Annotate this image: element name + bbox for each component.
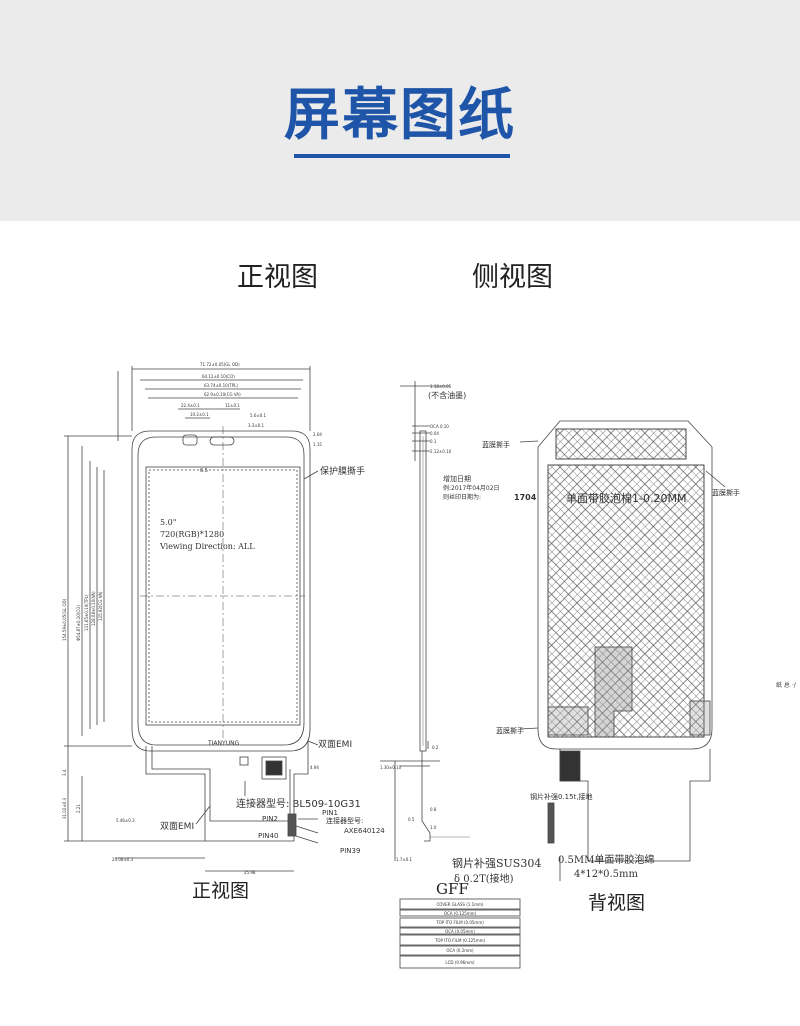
technical-drawing: 71.72±0.05(GL OD) 64.12±0.10(CO) 63.74±0… xyxy=(62,362,797,969)
back-view-text: 蓝膜撕手 蓝膜撕手 蓝膜撕手 单面带胶泡棉1-0.20MM 钢片补强0.15t,… xyxy=(482,440,797,880)
single-foam-size: 4*12*0.5mm xyxy=(574,869,638,880)
side-view-text: 1.18±0.05 (不含油墨) OCA 0.10 0.04 0.1 2.12±… xyxy=(380,384,541,885)
gff-row: OCA (0.2mm) xyxy=(446,948,474,953)
gff-row: TOP ITO FILM (0.125mm) xyxy=(434,938,486,943)
side-oca: OCA 0.10 xyxy=(430,424,449,429)
front-bottom-dim-2: 31.02±0.3 xyxy=(62,797,67,819)
side-stiffener: 钢片补强SUS304 xyxy=(452,857,541,870)
gff-row: TOP ITO FILM (0.05mm) xyxy=(435,920,484,925)
gff-caption: GFF xyxy=(436,880,469,898)
connector-part: AXE640124 xyxy=(344,827,385,835)
side-dim-5: 1.30±0.10 xyxy=(380,765,402,770)
front-bottom-dim-3: 2.21 xyxy=(76,804,81,813)
front-bottom-dim-1: 3.4 xyxy=(62,769,67,776)
pin39-label: PIN39 xyxy=(340,847,360,855)
front-dim-4: 62.9±0.10(CG VA) xyxy=(204,392,241,397)
gff-row: COVER GLASS (1.1mm) xyxy=(437,902,484,907)
gff-row: LCD (0.96mm) xyxy=(445,960,475,965)
pin40-label: PIN40 xyxy=(258,832,278,840)
pin1-label: PIN1 xyxy=(322,809,338,817)
back-stiffener-label: 钢片补强0.15t,接地 xyxy=(530,792,593,801)
gff-stack-text: COVER GLASS (1.1mm) OCA (0.125mm) TOP IT… xyxy=(434,902,486,965)
front-view-text: 71.72±0.05(GL OD) 64.12±0.10(CO) 63.74±0… xyxy=(62,362,385,875)
back-view-caption: 背视图 xyxy=(588,892,646,914)
front-left-dim-2: Φ54.87±0.10(CO) xyxy=(76,605,81,641)
front-left-dim-4: 128.08±0.10(VA) xyxy=(91,591,96,626)
blue-film-label-1: 蓝膜撕手 xyxy=(482,440,510,449)
panel-size: 5.0" xyxy=(160,518,176,527)
side-dim-6: 0.8 xyxy=(430,807,437,812)
front-dim-5: 22.4±0.1 xyxy=(181,403,200,408)
side-print-date: 则丝印日期为: xyxy=(443,493,481,501)
side-dim-8: 1.0 xyxy=(430,825,437,830)
front-view-drawing xyxy=(64,366,319,872)
front-dim-8: 3.3±0.1 xyxy=(248,423,265,428)
front-left-dim-5: 125.92(CG VA) xyxy=(98,591,103,621)
front-left-dim-3: 131.65±0.10(TPL) xyxy=(84,594,89,631)
pin2-label: PIN2 xyxy=(262,815,278,823)
front-dim-12: 6.5 xyxy=(200,468,208,474)
connector-model: 连接器型号: BL509-10G31 xyxy=(236,797,361,810)
connector-model-2: 连接器型号: xyxy=(326,816,363,825)
double-emi-label: 双面EMI xyxy=(318,739,352,750)
side-view-drawing xyxy=(380,381,470,861)
foam-tape-label: 单面带胶泡棉1-0.20MM xyxy=(566,491,686,505)
front-dim-10: 2.04 xyxy=(313,432,322,437)
blue-film-label-3: 蓝膜撕手 xyxy=(496,726,524,735)
front-left-dim-1: 154.59±0.05(GL OD) xyxy=(62,598,67,641)
side-dim-4: 0.2 xyxy=(432,745,439,750)
front-dim-top: 71.72±0.05(GL OD) xyxy=(200,362,240,367)
side-dim-7: 0.5 xyxy=(408,817,415,822)
double-emi-label-2: 双面EMI xyxy=(160,821,194,832)
gff-stack xyxy=(399,898,521,969)
brand-label: TIANYUNG xyxy=(207,740,240,747)
back-view-drawing xyxy=(519,420,726,881)
front-bottom-dim-4: 5.46±0.3 xyxy=(116,818,135,823)
side-date-example: 例:2017年04月02日 xyxy=(443,484,500,492)
side-no-oil: (不含油墨) xyxy=(428,390,466,400)
front-dim-2: 64.12±0.10(CO) xyxy=(202,374,235,379)
side-print-code: 1704 xyxy=(514,493,537,502)
gff-row: OCA (0.05mm) xyxy=(445,929,475,934)
front-dim-6: 11±0.1 xyxy=(225,403,240,408)
single-foam-label: 0.5MM单面带胶泡绵 xyxy=(558,853,654,866)
side-dim-3: 2.12±0.10 xyxy=(430,449,452,454)
side-dim-2: 0.1 xyxy=(430,439,437,444)
blue-film-label-2: 蓝膜撕手 xyxy=(712,488,740,497)
front-bottom-dim-6: 25.98 xyxy=(244,870,256,875)
panel-resolution: 720(RGB)*1280 xyxy=(160,530,224,539)
side-dim-1: 0.04 xyxy=(430,431,439,436)
title-underline xyxy=(294,154,510,158)
front-dim-9: 5.6±0.1 xyxy=(250,413,267,418)
header-banner: 屏幕图纸 xyxy=(0,0,800,221)
front-dim-11: 1.15 xyxy=(313,442,322,447)
front-view-caption: 正视图 xyxy=(192,880,250,902)
side-view-title: 侧视图 xyxy=(472,262,553,293)
front-dim-3: 63.74±0.10(TPL) xyxy=(204,383,238,388)
side-dim-9: 1.7±0.1 xyxy=(396,857,413,862)
protect-film-label: 保护膜撕手 xyxy=(320,465,365,477)
front-dim-7: 10.2±0.1 xyxy=(190,412,209,417)
viewing-direction: Viewing Direction: ALL xyxy=(159,542,255,551)
front-bottom-dim-5: 24.08±0.3 xyxy=(112,857,134,862)
gff-row: OCA (0.125mm) xyxy=(444,911,477,916)
side-note: 纸 总 ·/ xyxy=(776,681,797,689)
page-title: 屏幕图纸 xyxy=(284,83,516,148)
side-thickness: 1.18±0.05 xyxy=(430,384,452,389)
front-bottom-dim-7: 4.94 xyxy=(310,765,319,770)
front-view-title: 正视图 xyxy=(237,262,318,293)
side-add-date: 增加日期 xyxy=(443,474,471,483)
side-stiffener-thk: δ 0.2T(接地) xyxy=(454,872,514,885)
